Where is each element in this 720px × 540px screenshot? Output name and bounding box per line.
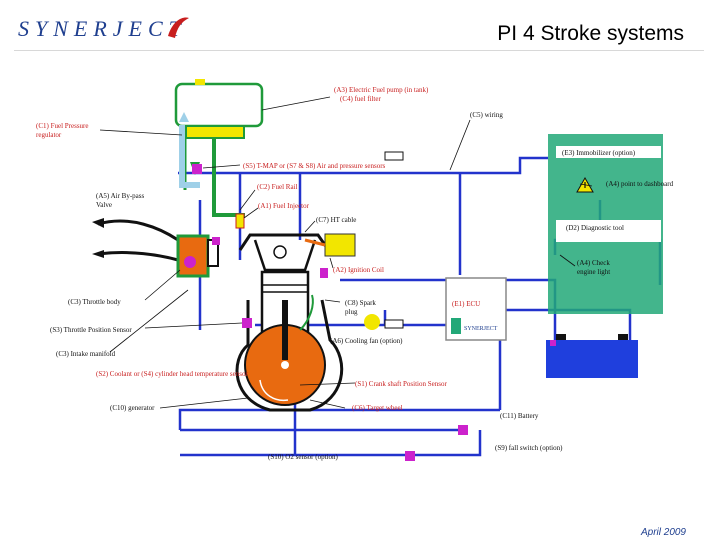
tmap-connector [384, 151, 404, 161]
label-intake-manifold: (C3) Intake manifold [56, 350, 116, 358]
ecu-box [445, 277, 507, 341]
label-diag-tool: (D2) Diagnostic tool [566, 224, 624, 232]
leader-lines [99, 96, 593, 409]
intake-hose [97, 219, 179, 242]
tmap-sensor [192, 164, 202, 174]
label-check-engine: (A4) Check [577, 259, 610, 267]
label-throttle-sensor: (S3) Throttle Position Sensor [50, 326, 132, 334]
label-ignition-coil: (A2) Ignition Coil [333, 266, 384, 274]
label-ecu: (E1) ECU [452, 300, 480, 308]
label-cooling-fan: (A6) Cooling fan (option) [330, 337, 403, 345]
ignition-coil [304, 233, 356, 257]
label-check-engine-2: engine light [577, 268, 610, 276]
fuel-tank [174, 79, 264, 139]
battery-icon [546, 334, 638, 378]
label-wiring: (C5) wiring [470, 111, 503, 119]
o2-sensor-connector [405, 451, 415, 461]
label-o2-sensor: (S10) O2 sensor (option) [268, 453, 338, 461]
label-bypass-2: Valve [96, 201, 112, 209]
fall-switch-connector [458, 425, 468, 435]
throttle-body [176, 234, 220, 278]
label-battery: (C11) Battery [500, 412, 539, 420]
fuel-feed-line [212, 139, 245, 217]
label-throttle-body: (C3) Throttle body [68, 298, 121, 306]
label-crank-sensor: (S1) Crank shaft Position Sensor [355, 380, 447, 388]
immobiliser-panel [548, 134, 663, 314]
label-spark-plug: (C8) Spark [345, 299, 376, 307]
page-title: PI 4 Stroke systems [497, 22, 684, 45]
label-pressure-regulator: (C1) Fuel Pressure [36, 122, 89, 130]
ecu-connector [550, 340, 556, 346]
footer-date: April 2009 [640, 527, 686, 538]
label-injector: (A1) Fuel Injector [258, 202, 310, 210]
label-fuel-rail: (C2) Fuel Rail [257, 183, 297, 191]
label-generator: (C10) generator [110, 404, 155, 412]
logo-swoosh-icon [168, 17, 189, 38]
label-bypass: (A5) Air By-pass [96, 192, 144, 200]
label-fall-switch: (S9) fall switch (option) [495, 444, 563, 452]
fuel-injector [235, 213, 245, 229]
label-ecu-logo: SYNERJECT [464, 326, 498, 332]
label-target-wheel: (C6) Target wheel [352, 404, 403, 412]
label-fuel-filter: (C4) fuel filter [340, 95, 381, 103]
header-divider [14, 50, 704, 51]
label-pressure-regulator-2: regulator [36, 131, 62, 139]
label-immobiliser: (E3) Immobilizer (option) [562, 149, 636, 157]
label-dashboard-lamp: (A4) point to dashboard [606, 180, 674, 188]
label-spark-plug-2: plug [345, 308, 358, 316]
air-intake-pipe [179, 125, 200, 188]
spark-plug-connector [364, 314, 380, 330]
label-fuel-pump: (A3) Electric Fuel pump (in tank) [334, 86, 429, 94]
label-ht-cable: (C7) HT cable [316, 216, 356, 224]
label-coolant-sensor: (S2) Coolant or (S4) cylinder head tempe… [96, 370, 248, 378]
synerject-logo: SYNERJECT [18, 16, 187, 41]
label-tmap: (S5) T-MAP or (S7 & S8) Air and pressure… [243, 162, 386, 170]
cooling-fan-connector [384, 319, 404, 329]
